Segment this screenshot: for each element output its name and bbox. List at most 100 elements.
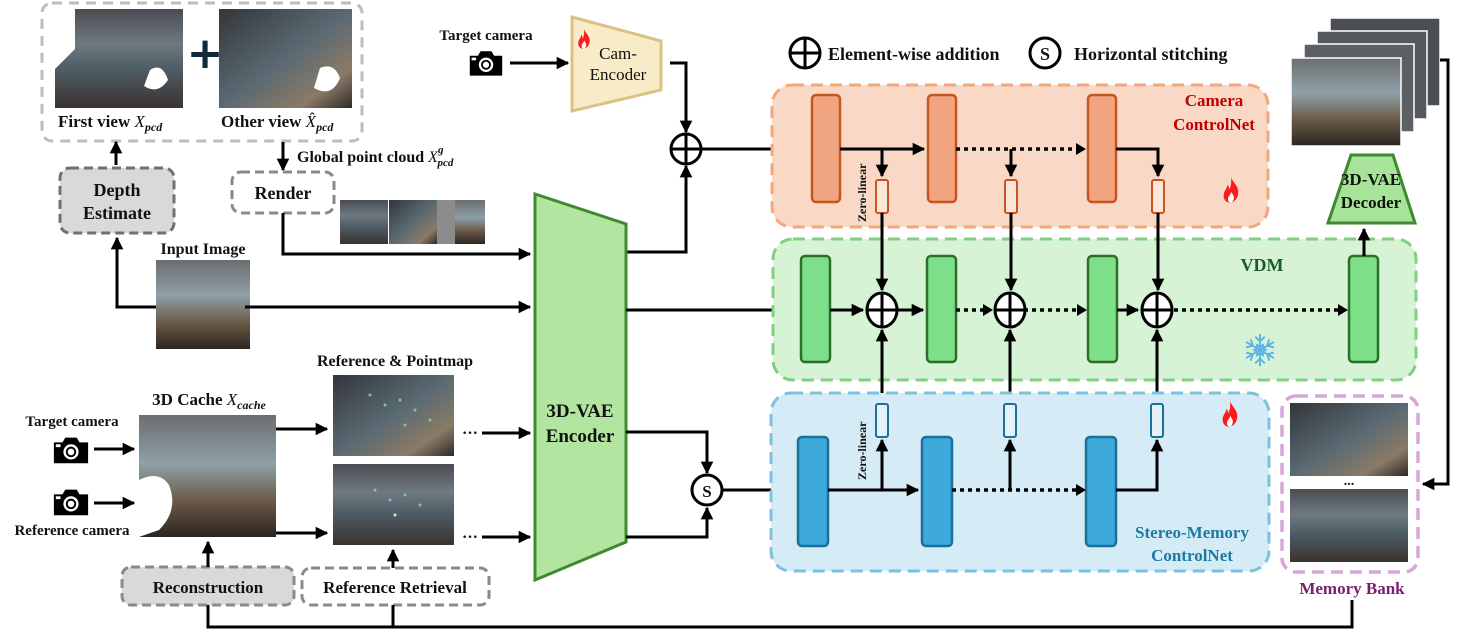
- render-label: Render: [255, 183, 312, 203]
- camera-controlnet-title-line2: ControlNet: [1173, 115, 1255, 134]
- vdm-arrowhead-a: [983, 304, 993, 316]
- pointmap-dots: [368, 393, 432, 517]
- camera-block-3: [1086, 93, 1118, 204]
- vdm-add-operator-3: [1140, 291, 1174, 329]
- depth-estimate-line1: Depth: [93, 180, 140, 200]
- memory-frame-2: [1290, 489, 1408, 562]
- stereo-dotted-arrowhead: [1076, 484, 1086, 496]
- encoder-to-stitch-bottom-arrow: [626, 506, 714, 539]
- stereo-zero-linear-3: [1150, 403, 1164, 438]
- camera-zero-linear-3: [1151, 179, 1165, 214]
- stereo-block-1: [796, 435, 830, 548]
- camera-zero-linear-1: [875, 179, 889, 214]
- output-frames-stack: [1290, 17, 1441, 147]
- vdm-add-operator-1: [865, 291, 899, 329]
- reference-pointmap-label: Reference & Pointmap: [317, 353, 473, 370]
- vdm-block-3: [1086, 254, 1119, 364]
- first-view-image: [55, 9, 183, 108]
- rendered-frame-3-content: [455, 200, 485, 244]
- vdm-block-4: [1347, 254, 1380, 364]
- depth-estimate-line2: Estimate: [83, 203, 151, 223]
- ref2-ellipsis: ···: [462, 529, 478, 546]
- camera-controlnet-title-line1: Camera: [1185, 91, 1244, 110]
- stereo-block-3: [1084, 435, 1118, 548]
- reference-pointmap-image-2: [333, 464, 454, 545]
- reference-camera-icon: [53, 489, 89, 516]
- stereo-zero-linear-1: [875, 403, 889, 438]
- legend-stitch-label: Horizontal stitching: [1074, 44, 1228, 64]
- point-cloud-views-group: [40, 1, 364, 143]
- memory-bank-title: Memory Bank: [1299, 579, 1405, 598]
- memory-frame-1: [1290, 403, 1408, 476]
- target-camera-bottom-icon: [53, 437, 89, 464]
- reconstruction-label: Reconstruction: [153, 578, 264, 597]
- svg-text:S: S: [702, 482, 711, 501]
- reference-retrieval-label: Reference Retrieval: [323, 578, 467, 597]
- vdm-block-1: [799, 254, 832, 364]
- stereo-controlnet-title-line1: Stereo-Memory: [1135, 523, 1249, 542]
- other-view-hole: [314, 66, 340, 92]
- reference-pointmap-image-1: [333, 375, 454, 456]
- memory-bank-panel: [1280, 394, 1420, 574]
- memory-bank-feedback-line: [206, 600, 1354, 629]
- rendered-frame-2: [389, 200, 437, 244]
- stereo-zero-linear-2: [1003, 403, 1017, 438]
- decoder-line2: Decoder: [1341, 193, 1402, 212]
- encoder-to-add-arrow: [626, 164, 693, 254]
- vdm-add-operator-2: [993, 291, 1027, 329]
- camera-block-1: [810, 93, 842, 204]
- legend-addition-label: Element-wise addition: [828, 44, 1000, 64]
- stereo-branch-3-arrow: [1116, 438, 1164, 492]
- target-camera-bottom-label: Target camera: [25, 414, 119, 430]
- target-camera-top-label: Target camera: [439, 28, 533, 44]
- vdm-arrowhead-c: [1338, 304, 1348, 316]
- cam-encoder-line2: Encoder: [590, 65, 647, 84]
- camera-dotted-arrowhead: [1076, 143, 1086, 155]
- stereo-memory-controlnet-panel: [769, 391, 1271, 573]
- vdm-arrowhead-b: [1077, 304, 1087, 316]
- target-camera-top-icon: [469, 51, 503, 76]
- first-view-hole: [55, 9, 75, 69]
- 3d-vae-decoder-block: [1325, 153, 1418, 225]
- reference-camera-label: Reference camera: [14, 523, 130, 539]
- depth-estimate-box: [58, 166, 176, 235]
- input-image-label: Input Image: [161, 241, 246, 258]
- cam-encoder-line1: Cam-: [599, 44, 637, 63]
- first-view-caption: First view Xpcd: [58, 112, 163, 134]
- stereo-block-2: [920, 435, 954, 548]
- encoder-to-stitch-top-arrow: [626, 430, 714, 475]
- memory-bank-ellipsis: ...: [1344, 474, 1355, 489]
- reference-retrieval-box: [300, 566, 491, 607]
- camera-controlnet-panel: [770, 83, 1270, 229]
- stereo-controlnet-title-line2: ControlNet: [1151, 546, 1233, 565]
- top-add-operator: [669, 132, 703, 166]
- encoder-line1: 3D-VAE: [546, 401, 613, 422]
- other-view-image: [219, 9, 352, 108]
- cam-encoder-to-add-arrow: [670, 61, 693, 134]
- encoder-line2: Encoder: [546, 426, 615, 447]
- stereo-zero-linear-label: Zero-linear: [855, 421, 869, 480]
- camera-block-2: [926, 93, 958, 204]
- camera-zero-linear-label: Zero-linear: [855, 163, 869, 222]
- 3d-vae-encoder-block: [533, 191, 628, 583]
- camera-zero-linear-2: [1004, 179, 1018, 214]
- 3d-cache-label: 3D Cache Xcache: [152, 390, 266, 412]
- camera-branch-3-arrow: [1116, 147, 1165, 178]
- rendered-frame-1: [340, 200, 388, 244]
- input-image: [156, 260, 250, 349]
- first-view-hole-2: [144, 67, 168, 90]
- plus-icon: +: [187, 28, 224, 79]
- cam-encoder-block: [570, 15, 663, 113]
- 3d-cache-hole: [139, 476, 173, 537]
- input-to-depth-arrow: [110, 236, 156, 309]
- vdm-block-2: [925, 254, 958, 364]
- ref1-ellipsis: ···: [462, 425, 478, 442]
- decoder-line1: 3D-VAE: [1341, 170, 1401, 189]
- legend-addition: [788, 36, 822, 70]
- legend-stitch: S: [1028, 36, 1062, 70]
- render-to-encoder-arrow: [281, 213, 532, 261]
- frames-to-memory-bank-arrow: [1421, 58, 1450, 491]
- vdm-title: VDM: [1241, 255, 1284, 275]
